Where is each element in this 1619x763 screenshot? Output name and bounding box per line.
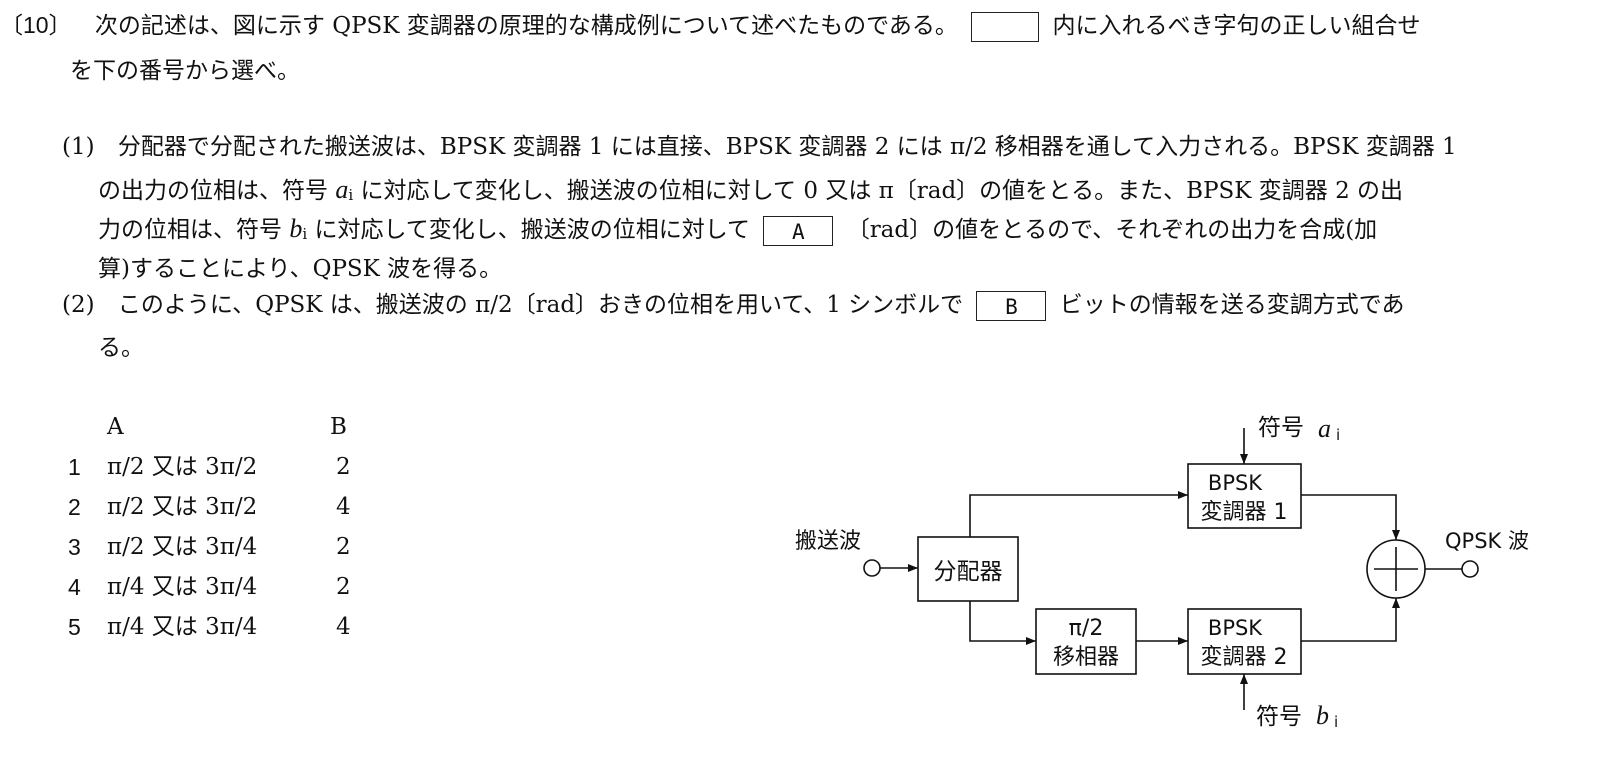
option-b: 2 [336, 454, 351, 480]
bpsk2-label-1: BPSK [1208, 616, 1263, 640]
blank-box-a: A [763, 216, 834, 246]
question-line-2: を下の番号から選べ。 [70, 56, 300, 86]
symbol-subscript: i [302, 225, 308, 243]
bpsk1-label-2: 変調器 1 [1201, 500, 1288, 525]
item-1-number: (1) [62, 134, 95, 160]
phase-shifter-label-2: 移相器 [1053, 645, 1119, 670]
upper-path-arrow [969, 491, 1188, 537]
question-intro: 次の記述は、図に示す QPSK 変調器の原理的な構成例について述べたものである。 [94, 13, 958, 39]
item-2-text: る。 [98, 335, 144, 361]
symbol-b: b [289, 214, 303, 243]
option-b: 4 [336, 494, 351, 520]
option-a: π/2 又は 3π/2 [107, 494, 258, 520]
question-intro-cont: 内に入れるべき字句の正しい組合せ [1052, 13, 1421, 39]
bpsk1-to-adder-arrow [1301, 494, 1400, 540]
item-1-text: 算)することにより、QPSK 波を得る。 [98, 256, 503, 282]
option-number: 5 [68, 614, 81, 640]
option-number: 2 [68, 494, 81, 520]
item-1-text: に対応して変化し、搬送波の位相に対して [314, 217, 751, 243]
symbol-a-prefix: 符号 [1258, 415, 1304, 441]
symbol-subscript: i [348, 186, 354, 204]
carrier-label: 搬送波 [795, 529, 861, 554]
bpsk2-label-2: 変調器 2 [1201, 645, 1288, 670]
bpsk2-to-adder-arrow [1301, 598, 1400, 642]
option-number: 4 [68, 574, 81, 600]
symbol-a-label: a [1318, 414, 1331, 443]
question-instruction: を下の番号から選べ。 [70, 58, 300, 84]
options-header-a: A [107, 414, 124, 440]
output-label: QPSK 波 [1445, 529, 1529, 553]
output-terminal [1461, 560, 1479, 578]
item-2-text: ビットの情報を送る変調方式であ [1059, 292, 1405, 318]
bpsk-modulator-2-block [1187, 608, 1302, 675]
symbol-b-prefix: 符号 [1256, 704, 1302, 730]
item-2-number: (2) [62, 292, 95, 318]
option-number: 1 [68, 454, 81, 480]
question-line-1: 〔10〕 次の記述は、図に示す QPSK 変調器の原理的な構成例について述べたも… [0, 10, 1421, 42]
splitter-block [917, 536, 1019, 602]
item-1-text: 分配器で分配された搬送波は、BPSK 変調器 1 には直接、BPSK 変調器 2… [117, 134, 1457, 160]
splitter-label: 分配器 [934, 559, 1003, 585]
item-1-text: の出力の位相は、符号 [98, 178, 328, 204]
option-a: π/4 又は 3π/4 [107, 614, 258, 640]
option-b: 2 [336, 534, 351, 560]
option-a: π/2 又は 3π/2 [107, 454, 258, 480]
item-2-line-1: (2) このように、QPSK は、搬送波の π/2〔rad〕おきの位相を用いて、… [62, 290, 1405, 321]
symbol-b-subscript: i [1334, 713, 1338, 731]
item-1-line-2: の出力の位相は、符号 ai に対応して変化し、搬送波の位相に対して 0 又は π… [98, 175, 1403, 210]
symbol-a-subscript: i [1336, 426, 1340, 444]
option-number: 3 [68, 534, 81, 560]
symbol-b-label: b [1316, 701, 1329, 730]
item-1-text: 〔rad〕の値をとるので、それぞれの出力を合成(加 [846, 217, 1378, 243]
symbol-a: a [335, 175, 349, 204]
item-1-line-1: (1) 分配器で分配された搬送波は、BPSK 変調器 1 には直接、BPSK 変… [62, 132, 1457, 162]
option-b: 4 [336, 614, 351, 640]
item-2-line-2: る。 [98, 333, 144, 363]
item-1-text: 力の位相は、符号 [98, 217, 282, 243]
input-terminal [863, 559, 881, 577]
option-b: 2 [336, 574, 351, 600]
bpsk1-label-1: BPSK [1208, 471, 1263, 495]
item-1-text: に対応して変化し、搬送波の位相に対して 0 又は π〔rad〕の値をとる。また、… [360, 178, 1404, 204]
option-a: π/4 又は 3π/4 [107, 574, 258, 600]
lower-path-arrow [969, 601, 1036, 645]
blank-box [971, 12, 1040, 42]
question-number: 〔10〕 [0, 12, 72, 38]
blank-box-b: B [976, 291, 1047, 321]
options-header-b: B [330, 414, 347, 440]
item-1-line-3: 力の位相は、符号 bi に対応して変化し、搬送波の位相に対して A 〔rad〕の… [98, 214, 1377, 249]
item-1-line-4: 算)することにより、QPSK 波を得る。 [98, 254, 502, 284]
option-a: π/2 又は 3π/4 [107, 534, 258, 560]
item-2-text: このように、QPSK は、搬送波の π/2〔rad〕おきの位相を用いて、1 シン… [117, 292, 964, 318]
phase-shifter-label-1: π/2 [1069, 616, 1104, 641]
